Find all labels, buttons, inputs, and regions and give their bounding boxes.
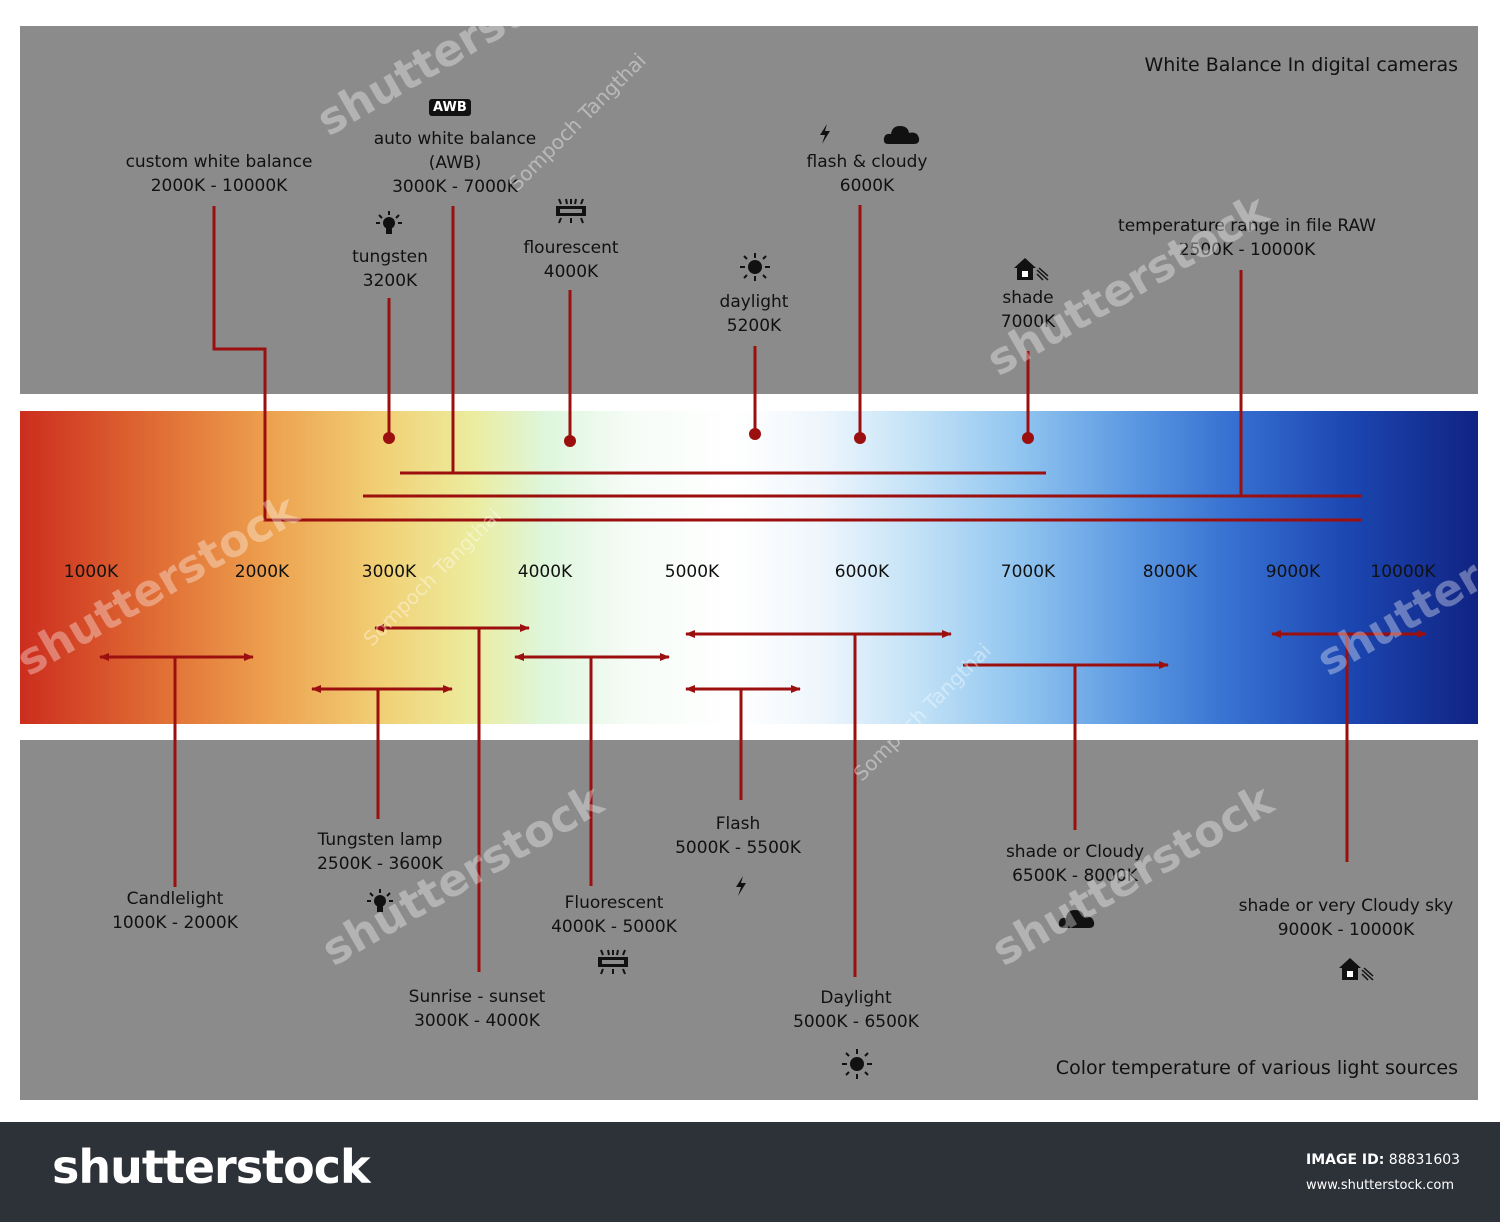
sun-icon [842,1049,872,1079]
label-sunrise-sunset: Sunrise - sunset 3000K - 4000K [408,987,546,1031]
label-shade-cloudy: shade or Cloudy 6500K - 8000K [1005,842,1145,886]
tungsten-dot [383,432,395,444]
cloud-icon [1058,910,1095,928]
label-tungsten-lamp: Tungsten lamp 2500K - 3600K [317,830,443,874]
shade-dot [1022,432,1034,444]
site-url: www.shutterstock.com [1306,1178,1455,1193]
fluorescent-tube-icon [598,949,628,975]
footer-bar [0,1122,1500,1222]
label-custom-wb: custom white balance 2000K - 10000K [125,152,313,196]
label-very-cloudy: shade or very Cloudy sky 9000K - 10000K [1238,896,1454,940]
cloud-icon [883,126,920,144]
daylight-dot [749,428,761,440]
label-daylight: daylight 5200K [719,292,789,336]
bulb-icon [367,889,393,912]
shade-house-icon [1014,258,1049,281]
image-id: IMAGE ID: 88831603 [1306,1152,1460,1168]
flash-icon [820,124,830,144]
tick-10000k: 10000K [1370,562,1436,582]
flash-icon [736,876,746,896]
image-id-value: 88831603 [1388,1152,1461,1168]
tick-3000k: 3000K [361,562,417,582]
label-flash-cloudy: flash & cloudy 6000K [806,152,928,196]
top-panel [20,26,1478,394]
label-tungsten: tungsten 3200K [352,247,428,291]
label-auto-wb: auto white balance (AWB) 3000K - 7000K [373,129,537,197]
label-daylight-source: Daylight 5000K - 6500K [793,988,919,1032]
label-shade: shade 7000K [1000,288,1056,332]
tick-2000k: 2000K [234,562,290,582]
sun-icon [740,253,770,281]
bottom-panel [20,740,1478,1100]
label-candlelight: Candlelight 1000K - 2000K [112,889,238,933]
fluorescent-tube-icon [556,198,586,224]
flash-cloudy-dot [854,432,866,444]
label-flourescent: flourescent 4000K [523,238,619,282]
shutterstock-logo: shutterstock [52,1140,371,1194]
tick-9000k: 9000K [1265,562,1321,582]
top-title: White Balance In digital cameras [1144,54,1458,76]
color-temperature-spectrum [20,411,1478,724]
shade-house-icon [1339,958,1374,981]
tick-4000k: 4000K [517,562,573,582]
custom-wb-line [212,206,1361,522]
label-raw-range: temperature range in file RAW 2500K - 10… [1118,216,1376,260]
tick-5000k: 5000K [664,562,720,582]
bulb-icon [376,211,402,234]
image-id-label: IMAGE ID: [1306,1152,1385,1168]
bottom-title: Color temperature of various light sourc… [1055,1057,1458,1079]
tick-7000k: 7000K [1000,562,1056,582]
tick-6000k: 6000K [834,562,890,582]
awb-icon: AWB [429,99,471,116]
flourescent-dot [564,435,576,447]
label-flash: Flash 5000K - 5500K [675,814,801,858]
tick-8000k: 8000K [1142,562,1198,582]
label-fluorescent: Fluorescent 4000K - 5000K [551,893,677,937]
tick-1000k: 1000K [63,562,119,582]
